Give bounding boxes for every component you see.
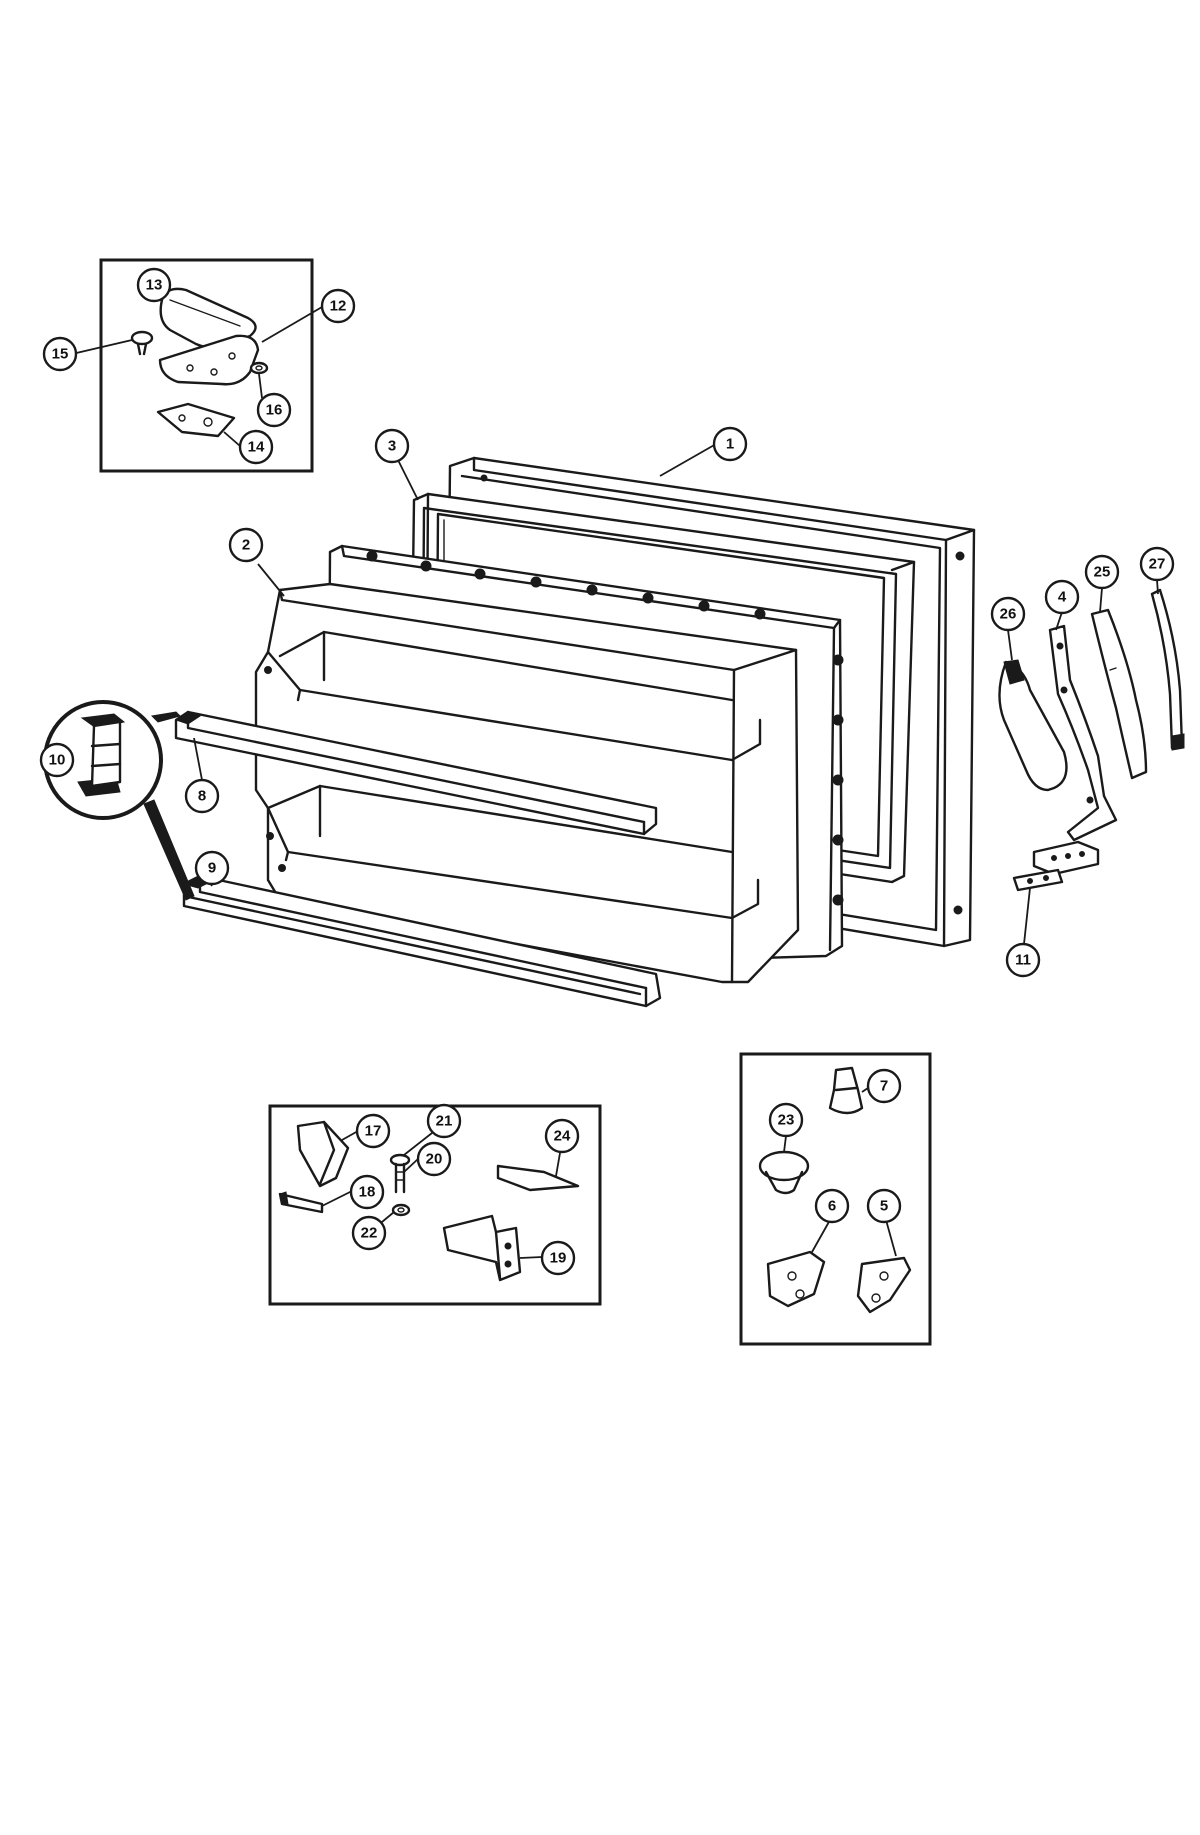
part-22-washer xyxy=(391,1203,411,1217)
svg-text:21: 21 xyxy=(436,1113,453,1130)
svg-text:18: 18 xyxy=(359,1184,376,1201)
part-15-plug xyxy=(130,330,154,346)
svg-text:10: 10 xyxy=(49,752,66,769)
hinge-cover-inset xyxy=(71,258,323,473)
callout-6: 6 xyxy=(814,1188,850,1224)
svg-text:7: 7 xyxy=(880,1078,888,1095)
callout-21: 21 xyxy=(426,1103,462,1139)
part-16-washer xyxy=(249,361,269,375)
part-27-strip xyxy=(1150,588,1184,750)
svg-text:4: 4 xyxy=(1058,589,1067,606)
part-12-hinge-plate xyxy=(158,334,260,386)
svg-text:27: 27 xyxy=(1149,556,1166,573)
svg-text:8: 8 xyxy=(198,788,206,805)
part-7-plug xyxy=(828,1066,864,1115)
part-5-clip xyxy=(856,1256,912,1314)
callout-16: 16 xyxy=(256,392,292,428)
callout-23: 23 xyxy=(768,1102,804,1138)
callout-11: 11 xyxy=(1005,942,1041,978)
svg-text:6: 6 xyxy=(828,1198,836,1215)
part-6-clip xyxy=(766,1250,826,1308)
callout-14: 14 xyxy=(238,429,274,465)
svg-text:2: 2 xyxy=(242,537,250,554)
callout-18: 18 xyxy=(349,1174,385,1210)
part-25-trim xyxy=(1090,608,1148,780)
svg-text:3: 3 xyxy=(388,438,396,455)
inset-box-latch xyxy=(268,1104,602,1306)
callout-15: 15 xyxy=(42,336,78,372)
hinge-assembly xyxy=(998,588,1185,892)
callout-19: 19 xyxy=(540,1240,576,1276)
svg-text:24: 24 xyxy=(554,1128,571,1145)
svg-text:12: 12 xyxy=(330,298,347,315)
latch-parts-inset xyxy=(268,1104,602,1306)
callout-9: 9 xyxy=(194,850,230,886)
svg-text:14: 14 xyxy=(248,439,265,456)
fastener-inset xyxy=(739,1052,932,1346)
svg-text:11: 11 xyxy=(1015,952,1031,969)
svg-text:15: 15 xyxy=(52,346,69,363)
svg-text:22: 22 xyxy=(361,1225,378,1242)
svg-text:19: 19 xyxy=(550,1250,567,1267)
part-24-plate xyxy=(496,1164,580,1192)
svg-text:16: 16 xyxy=(266,402,283,419)
callout-8: 8 xyxy=(184,778,220,814)
part-2-door-liner xyxy=(254,544,844,984)
inset-box-fasteners xyxy=(739,1052,932,1346)
callout-2: 2 xyxy=(228,527,264,563)
svg-text:17: 17 xyxy=(365,1123,382,1140)
svg-text:13: 13 xyxy=(146,277,163,294)
callout-1: 1 xyxy=(712,426,748,462)
callout-5: 5 xyxy=(866,1188,902,1224)
svg-text:20: 20 xyxy=(426,1151,443,1168)
part-19-latch xyxy=(442,1214,522,1282)
part-4-hinge xyxy=(1048,624,1118,842)
svg-text:25: 25 xyxy=(1094,564,1111,581)
part-8-shelf-rail xyxy=(174,710,658,836)
callout-24: 24 xyxy=(544,1118,580,1154)
callout-17: 17 xyxy=(355,1113,391,1149)
svg-text:23: 23 xyxy=(778,1112,795,1129)
part-26-trim xyxy=(998,660,1068,792)
callout-3: 3 xyxy=(374,428,410,464)
callout-27: 27 xyxy=(1139,546,1175,582)
svg-text:26: 26 xyxy=(1000,606,1017,623)
callout-7: 7 xyxy=(866,1068,902,1104)
callout-12: 12 xyxy=(320,288,356,324)
part-14-shim xyxy=(156,402,236,438)
callout-26: 26 xyxy=(990,596,1026,632)
part-11-shim xyxy=(1012,868,1064,892)
callout-25: 25 xyxy=(1084,554,1120,590)
callout-4: 4 xyxy=(1044,579,1080,615)
part-20-screw-shaft xyxy=(394,1162,406,1194)
callouts: 1 2 3 4 5 6 7 8 9 10 11 12 13 14 15 16 1… xyxy=(39,267,1175,1276)
part-10-detail-magnifier xyxy=(43,700,195,901)
part-21-screw-head xyxy=(389,1153,411,1167)
svg-text:9: 9 xyxy=(208,860,216,877)
callout-20: 20 xyxy=(416,1141,452,1177)
callout-13: 13 xyxy=(136,267,172,303)
svg-text:5: 5 xyxy=(880,1198,888,1215)
inset-box-hinge-cover xyxy=(99,258,314,473)
callout-10: 10 xyxy=(39,742,75,778)
callout-22: 22 xyxy=(351,1215,387,1251)
svg-text:1: 1 xyxy=(726,436,734,453)
